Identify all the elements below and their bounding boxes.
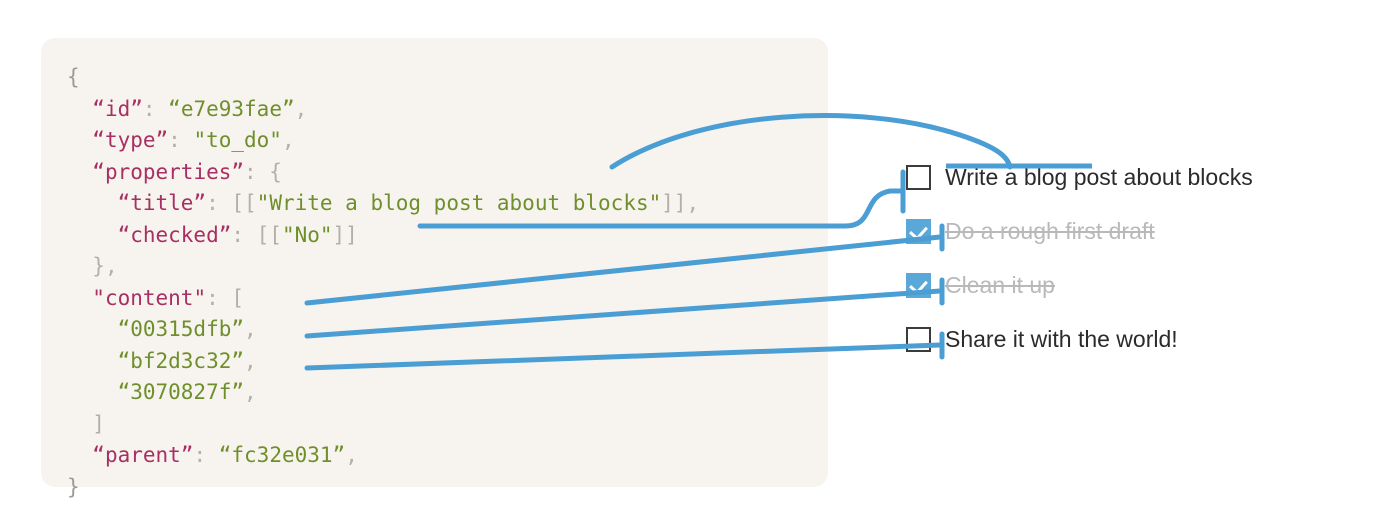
json-code-panel: { “id”: “e7e93fae”, “type”: "to_do", “pr… [41, 38, 828, 499]
json-code-line: “00315dfb”, [67, 314, 699, 346]
json-token-punct: , [294, 96, 308, 121]
todo-item-label: Write a blog post about blocks [945, 163, 1253, 190]
json-token-punct: : [168, 128, 194, 152]
todo-item-2[interactable]: Do a rough first draft [906, 214, 1155, 248]
json-token-str: "No" [281, 222, 333, 247]
json-token-punct: : [ [206, 285, 245, 310]
todo-item-4[interactable]: Share it with the world! [906, 322, 1178, 356]
json-code-line: “bf2d3c32”, [67, 346, 699, 378]
json-code-line: }, [67, 251, 699, 283]
json-code-line: “checked”: [["No"]] [67, 220, 699, 252]
todo-item-label: Do a rough first draft [945, 217, 1155, 244]
json-token-punct: , [244, 380, 257, 404]
json-token-punct: : [[ [231, 222, 282, 247]
json-token-str: "to_do" [193, 128, 282, 152]
json-code-line: “type”: "to_do", [67, 125, 699, 157]
json-code-line: { [67, 62, 699, 94]
json-token-str: “bf2d3c32” [117, 348, 245, 373]
json-token-punct: , [244, 348, 257, 373]
json-code-line: “title”: [["Write a blog post about bloc… [67, 188, 700, 220]
json-code-line: “parent”: “fc32e031”, [67, 440, 699, 472]
json-token-key: “parent” [92, 443, 194, 467]
json-token-key: “type” [92, 128, 169, 152]
json-token-str: “fc32e031” [218, 443, 346, 467]
json-token-str: "Write a blog post about blocks" [256, 191, 662, 215]
json-code-text: { “id”: “e7e93fae”, “type”: "to_do", “pr… [67, 62, 699, 503]
json-token-str: “3070827f” [117, 380, 245, 404]
json-token-str: “e7e93fae” [168, 96, 295, 121]
json-token-punct: : [142, 96, 169, 121]
json-token-key: “id” [92, 96, 143, 121]
json-code-line: } [67, 472, 699, 504]
json-token-punct: : [[ [206, 191, 257, 215]
checkbox-checked-icon[interactable] [906, 218, 931, 244]
json-token-brace: } [67, 474, 80, 499]
json-token-punct: : { [244, 159, 282, 184]
json-token-punct: , [244, 317, 257, 341]
todo-item-3[interactable]: Clean it up [906, 268, 1055, 302]
json-code-line: “3070827f”, [67, 377, 699, 409]
todo-item-label: Share it with the world! [945, 325, 1178, 352]
json-code-line: "content": [ [67, 283, 699, 315]
checkbox-unchecked-icon[interactable] [906, 326, 931, 352]
json-token-punct: ] [92, 411, 105, 436]
todo-item-1[interactable]: Write a blog post about blocks [906, 160, 1253, 194]
json-token-brace: { [67, 65, 80, 89]
todo-item-label: Clean it up [945, 271, 1055, 298]
json-token-str: “00315dfb” [117, 317, 245, 341]
json-token-punct: ]] [332, 222, 358, 247]
json-token-punct: ]], [661, 191, 700, 215]
json-token-punct: , [281, 128, 295, 152]
json-code-line: “properties”: { [67, 157, 699, 189]
json-token-punct: , [345, 443, 358, 467]
json-token-key: “title” [117, 191, 207, 215]
checkbox-unchecked-icon[interactable] [906, 164, 931, 190]
json-token-key: "content" [92, 285, 207, 310]
json-token-punct: : [193, 443, 219, 467]
json-token-punct: }, [92, 254, 118, 278]
json-code-line: “id”: “e7e93fae”, [67, 94, 699, 126]
json-code-line: ] [67, 409, 699, 441]
json-token-key: “checked” [117, 222, 232, 247]
checkbox-checked-icon[interactable] [906, 272, 931, 298]
json-token-key: “properties” [92, 159, 245, 184]
